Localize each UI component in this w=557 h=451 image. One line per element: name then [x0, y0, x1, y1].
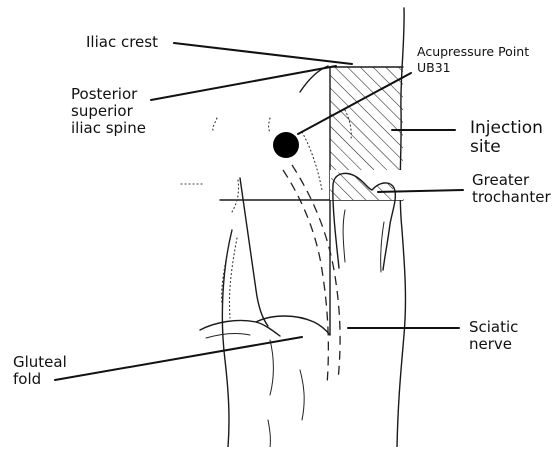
- label-psis-line3: iliac spine: [71, 120, 146, 137]
- label-injection-line1: Injection: [470, 119, 543, 138]
- label-acupressure-line1: Acupressure Point: [417, 44, 529, 59]
- label-psis-line1: Posterior: [71, 86, 137, 103]
- label-gluteal-line2: fold: [13, 371, 41, 388]
- leader-psis: [151, 66, 336, 100]
- acupressure-point-ub31: [273, 132, 299, 158]
- label-acupressure-line2: UB31: [417, 60, 451, 75]
- leader-gluteal-fold: [55, 337, 302, 380]
- label-injection-line2: site: [470, 138, 501, 157]
- label-trochanter-line2: trochanter: [472, 189, 551, 206]
- label-gluteal-line1: Gluteal: [13, 354, 67, 371]
- thigh-left-contour: [222, 230, 232, 447]
- label-trochanter-line1: Greater: [472, 172, 529, 189]
- label-psis-line2: superior: [71, 103, 133, 120]
- label-sciatic-line2: nerve: [469, 336, 512, 353]
- leader-iliac-crest: [174, 43, 352, 64]
- label-sciatic-line1: Sciatic: [469, 319, 518, 336]
- label-iliac-crest: Iliac crest: [86, 34, 158, 51]
